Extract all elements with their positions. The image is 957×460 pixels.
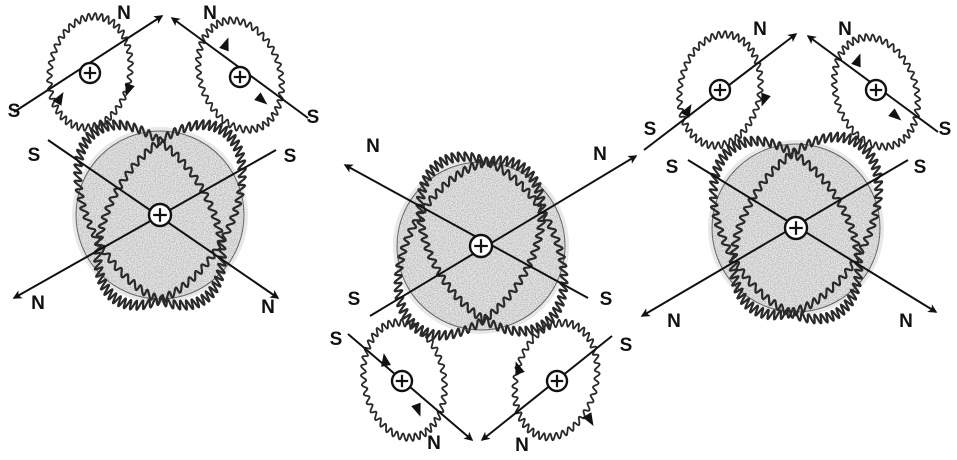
south-label: S <box>330 329 343 350</box>
north-label: N <box>753 19 767 40</box>
circled-plus-icon <box>470 235 492 257</box>
south-label: S <box>666 157 679 178</box>
south-label: S <box>348 289 361 310</box>
flow-arrow-icon <box>254 92 270 108</box>
north-label: N <box>31 293 45 314</box>
north-label: N <box>667 311 681 332</box>
south-label: S <box>600 289 613 310</box>
circled-plus-icon <box>392 371 412 391</box>
north-label: N <box>203 3 217 24</box>
circled-plus-icon <box>80 63 100 83</box>
south-label: S <box>307 107 320 128</box>
north-label: N <box>838 19 852 40</box>
circled-plus-icon <box>230 67 250 87</box>
flow-arrow-icon <box>121 83 135 99</box>
south-label: S <box>8 101 21 122</box>
flow-arrow-icon <box>411 403 425 419</box>
north-label: N <box>593 144 607 165</box>
north-label: N <box>515 435 529 456</box>
north-label: N <box>427 433 441 454</box>
flow-arrow-icon <box>851 52 865 68</box>
figure-right: N S N S N S N S <box>642 19 951 332</box>
flow-arrow-icon <box>53 89 68 105</box>
circled-plus-icon <box>547 371 567 391</box>
north-label: N <box>366 136 380 157</box>
south-label: S <box>914 157 927 178</box>
south-label: S <box>620 335 633 356</box>
south-label: S <box>28 145 41 166</box>
flow-arrow-icon <box>511 360 525 376</box>
north-label: N <box>261 297 275 318</box>
circled-plus-icon <box>149 204 171 226</box>
figure-left: N S N S N S N S <box>8 3 320 318</box>
flow-arrow-icon <box>888 108 904 124</box>
flow-arrow-icon <box>219 36 233 52</box>
circled-plus-icon <box>710 80 730 100</box>
north-label: N <box>117 3 131 24</box>
magnetic-axis: NS <box>482 335 632 456</box>
flow-arrow-icon <box>379 352 391 367</box>
north-label: N <box>899 311 913 332</box>
south-label: S <box>939 119 952 140</box>
circled-plus-icon <box>866 80 886 100</box>
circled-plus-icon <box>785 217 807 239</box>
south-label: S <box>284 146 297 167</box>
south-label: S <box>644 119 657 140</box>
